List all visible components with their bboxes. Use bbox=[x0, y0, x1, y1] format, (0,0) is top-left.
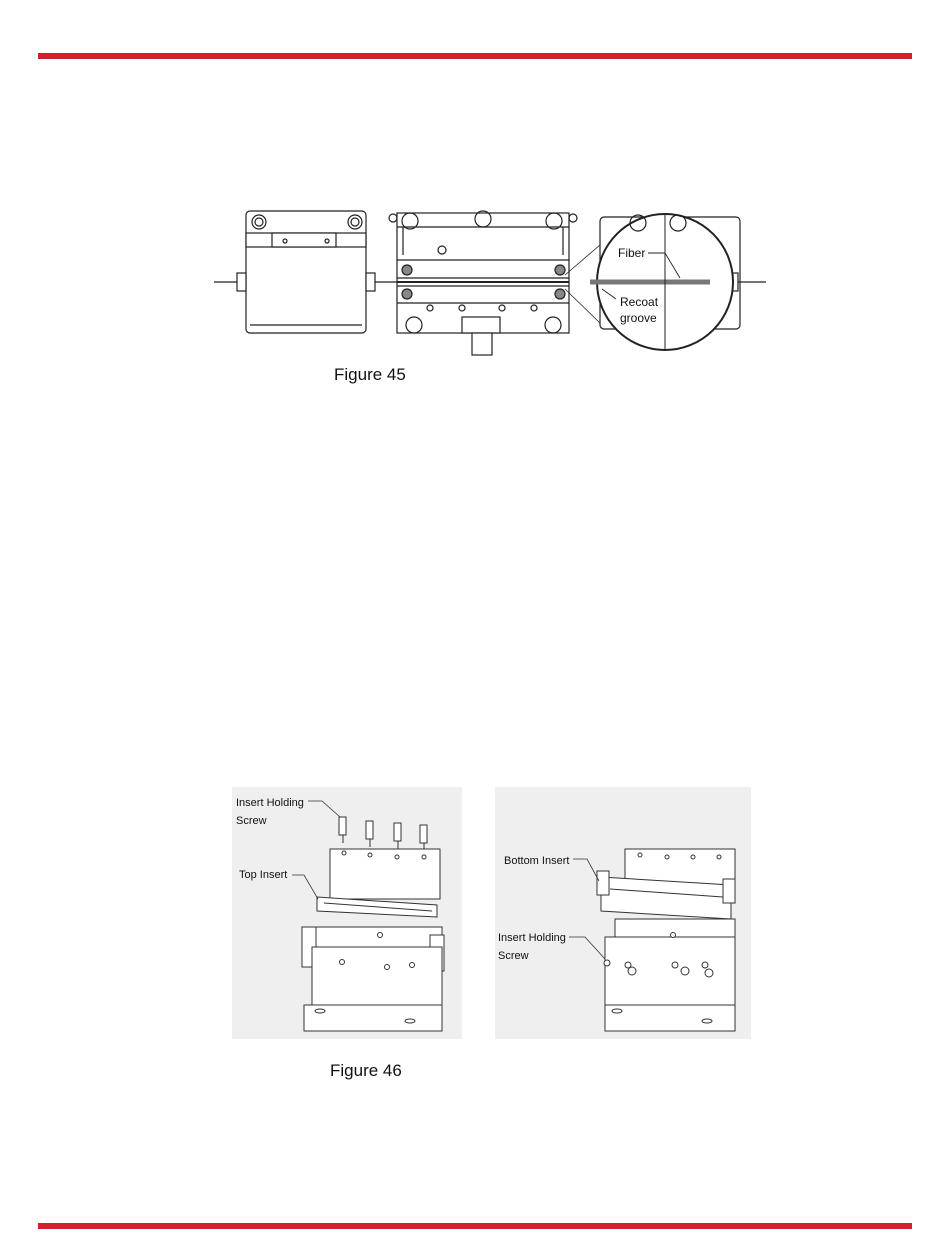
figure-46-caption: Figure 46 bbox=[330, 1061, 402, 1081]
figure-46-left-drawing: Insert Holding Screw Top Insert bbox=[232, 787, 462, 1039]
figure-46-right-drawing: Bottom Insert Insert Holding Screw bbox=[495, 787, 751, 1039]
header-rule bbox=[38, 53, 912, 59]
recoat-callout-line2: groove bbox=[620, 311, 657, 325]
insert-holding-screw-label-3: Insert Holding bbox=[498, 932, 566, 944]
figure-45-caption: Figure 45 bbox=[334, 365, 406, 385]
figure-45-drawing: Fiber Recoat groove bbox=[210, 205, 770, 365]
fiber-callout: Fiber bbox=[618, 246, 645, 260]
bottom-insert-label: Bottom Insert bbox=[504, 855, 569, 867]
top-insert-label: Top Insert bbox=[239, 869, 287, 881]
insert-holding-screw-label-4: Screw bbox=[498, 950, 529, 962]
insert-holding-screw-label-1: Insert Holding bbox=[236, 797, 304, 809]
footer-rule bbox=[38, 1223, 912, 1229]
recoat-callout-line1: Recoat bbox=[620, 295, 659, 309]
insert-holding-screw-label-2: Screw bbox=[236, 815, 267, 827]
